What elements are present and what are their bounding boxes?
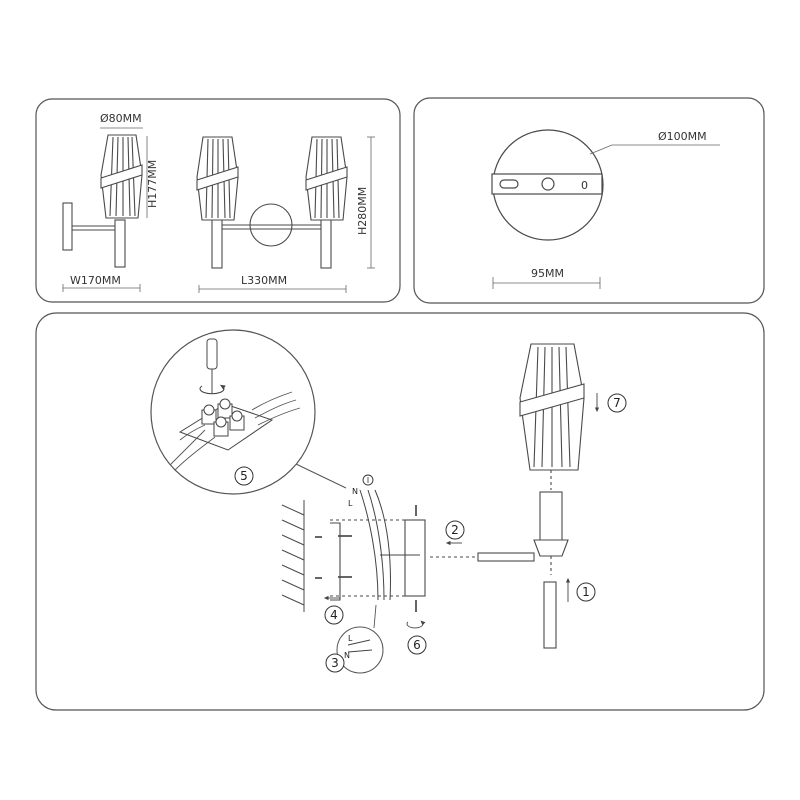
step-badge-2: 2 bbox=[445, 520, 465, 540]
front-view-fixture bbox=[196, 136, 348, 269]
svg-text:2: 2 bbox=[451, 523, 459, 537]
terminal-zoom-view bbox=[150, 329, 347, 495]
base-diameter-dimension: Ø100MM bbox=[589, 130, 720, 155]
installation-panel: N L L N bbox=[35, 312, 765, 711]
wall-screws bbox=[315, 535, 352, 579]
step-badge-6: 6 bbox=[407, 635, 427, 655]
step-badge-7: 7 bbox=[607, 393, 627, 413]
total-length-dimension: L330MM bbox=[198, 274, 347, 293]
svg-text:7: 7 bbox=[613, 396, 621, 410]
shade-height-label: H177MM bbox=[146, 160, 159, 208]
total-height-dimension: H280MM bbox=[356, 136, 375, 269]
svg-text:3: 3 bbox=[331, 656, 339, 670]
mounting-panel: 0 Ø100MM 95MM bbox=[413, 97, 765, 304]
wall-section bbox=[281, 500, 305, 612]
mount-spacing-label: 95MM bbox=[531, 267, 564, 280]
zoom-wires bbox=[169, 391, 301, 471]
svg-text:5: 5 bbox=[240, 469, 248, 483]
terminal-block bbox=[178, 398, 274, 451]
step-badge-4: 4 bbox=[324, 605, 344, 625]
side-shade bbox=[100, 134, 143, 219]
front-left-shade bbox=[196, 136, 239, 221]
svg-text:4: 4 bbox=[330, 608, 338, 622]
callout-live-label: L bbox=[348, 634, 353, 643]
live-wire-label: L bbox=[348, 499, 353, 508]
wall-depth-dimension: W170MM bbox=[62, 274, 141, 292]
step-badge-3: 3 bbox=[325, 653, 345, 673]
dimensions-panel: Ø80MM H177MM W170MM bbox=[35, 98, 401, 303]
total-height-label: H280MM bbox=[356, 187, 369, 235]
wire-connector-callout: L N bbox=[336, 604, 384, 674]
supply-wires bbox=[359, 489, 420, 601]
mount-spacing-dimension: 95MM bbox=[492, 267, 601, 289]
front-right-shade bbox=[305, 136, 348, 221]
ceiling-base bbox=[491, 129, 604, 241]
step-badge-1: 1 bbox=[576, 582, 596, 602]
neutral-wire-label: N bbox=[352, 487, 358, 496]
lamp-arm-assembly bbox=[430, 491, 569, 649]
step-badge-5: 5 bbox=[234, 466, 254, 486]
wall-plate bbox=[330, 519, 426, 601]
total-length-label: L330MM bbox=[241, 274, 287, 287]
install-shade bbox=[519, 343, 585, 490]
base-diameter-label: Ø100MM bbox=[658, 130, 707, 143]
wall-depth-label: W170MM bbox=[70, 274, 121, 287]
callout-neutral-label: N bbox=[344, 651, 350, 660]
shade-diameter-label: Ø80MM bbox=[100, 112, 142, 125]
shade-height-dimension: H177MM bbox=[146, 136, 159, 218]
shade-diameter-dimension: Ø80MM bbox=[100, 112, 143, 129]
side-view-fixture bbox=[62, 134, 143, 268]
svg-text:1: 1 bbox=[582, 585, 590, 599]
plate-hole-mark: 0 bbox=[581, 179, 588, 192]
step-arrows bbox=[323, 393, 600, 629]
screwdriver-icon bbox=[206, 338, 218, 394]
earth-symbol-icon bbox=[362, 474, 374, 486]
svg-text:6: 6 bbox=[413, 638, 421, 652]
